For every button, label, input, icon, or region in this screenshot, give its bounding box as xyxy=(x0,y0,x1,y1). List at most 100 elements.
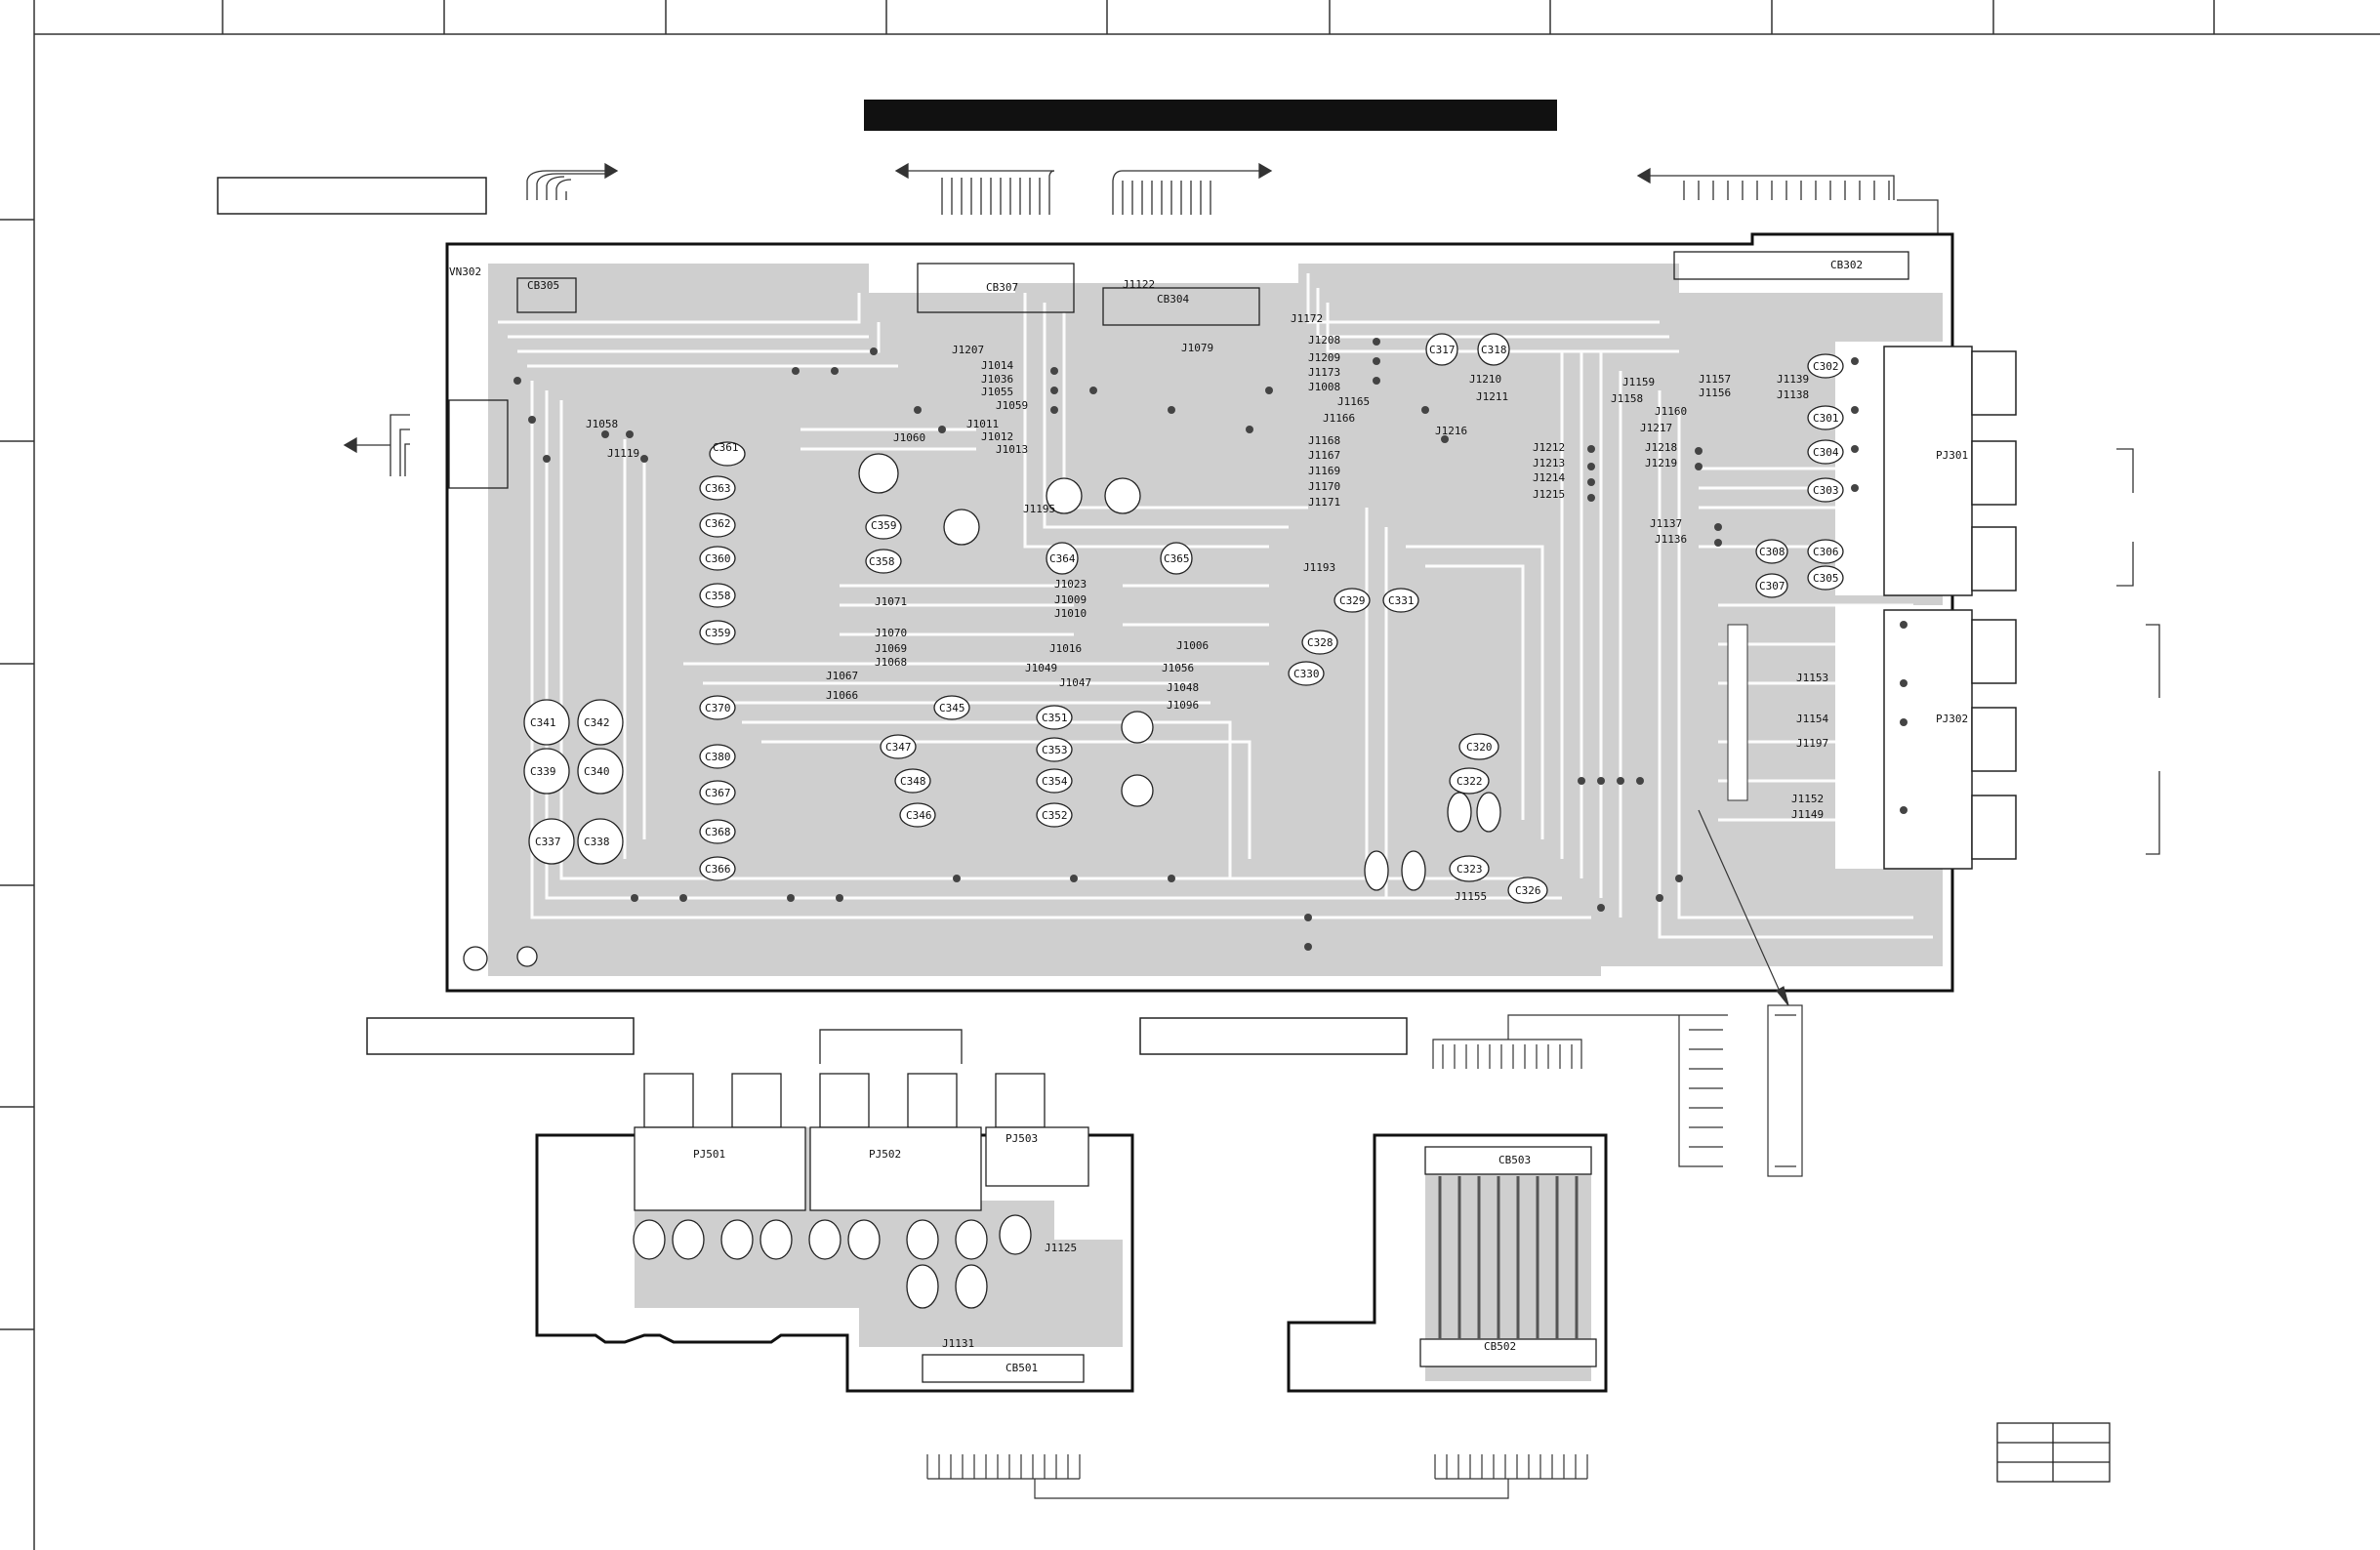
svg-text:J1012: J1012 xyxy=(981,430,1013,443)
svg-text:C358: C358 xyxy=(869,555,895,568)
connector-cb307 xyxy=(917,263,1075,313)
svg-text:C380: C380 xyxy=(705,751,731,763)
svg-text:J1215: J1215 xyxy=(1533,488,1565,501)
wire-leads-bottom xyxy=(926,1454,1588,1499)
svg-text:J1207: J1207 xyxy=(952,344,984,356)
svg-text:J1139: J1139 xyxy=(1777,373,1809,386)
svg-text:J1218: J1218 xyxy=(1645,441,1677,454)
svg-text:C346: C346 xyxy=(906,809,932,822)
svg-text:J1069: J1069 xyxy=(875,642,907,655)
svg-text:PJ302: PJ302 xyxy=(1936,713,1968,725)
svg-text:J1136: J1136 xyxy=(1655,533,1687,546)
svg-text:J1011: J1011 xyxy=(966,418,999,430)
svg-text:J1166: J1166 xyxy=(1323,412,1355,425)
svg-text:C359: C359 xyxy=(871,519,897,532)
svg-text:J1209: J1209 xyxy=(1308,351,1340,364)
svg-text:J1158: J1158 xyxy=(1611,392,1643,405)
svg-text:C318: C318 xyxy=(1481,344,1507,356)
svg-text:C337: C337 xyxy=(535,836,561,848)
svg-text:C341: C341 xyxy=(530,716,556,729)
svg-text:J1131: J1131 xyxy=(942,1337,974,1350)
svg-text:C342: C342 xyxy=(584,716,610,729)
svg-text:J1195: J1195 xyxy=(1023,503,1055,515)
main-board-labels: CB305 CB307 CB304 CB302 VN302 PJ301 PJ30… xyxy=(449,259,1968,903)
svg-text:C367: C367 xyxy=(705,787,731,799)
svg-text:J1153: J1153 xyxy=(1796,672,1828,684)
connector-cb302 xyxy=(1673,251,1909,280)
mounting-hole-2 xyxy=(516,946,538,967)
svg-text:C363: C363 xyxy=(705,482,731,495)
svg-text:J1208: J1208 xyxy=(1308,334,1340,347)
svg-text:PJ301: PJ301 xyxy=(1936,449,1968,462)
svg-text:C305: C305 xyxy=(1813,572,1839,585)
svg-text:J1006: J1006 xyxy=(1176,639,1209,652)
svg-text:CB305: CB305 xyxy=(527,279,559,292)
svg-text:PJ501: PJ501 xyxy=(693,1148,725,1161)
main-jacks xyxy=(1883,346,2017,870)
svg-text:J1155: J1155 xyxy=(1455,890,1487,903)
svg-text:J1159: J1159 xyxy=(1622,376,1655,388)
svg-text:C368: C368 xyxy=(705,826,731,838)
svg-text:PJ503: PJ503 xyxy=(1005,1132,1038,1145)
svg-text:J1079: J1079 xyxy=(1181,342,1213,354)
svg-text:J1212: J1212 xyxy=(1533,441,1565,454)
svg-text:J1060: J1060 xyxy=(893,431,925,444)
svg-text:J1125: J1125 xyxy=(1045,1242,1077,1254)
title-bar xyxy=(864,100,1557,131)
svg-text:C307: C307 xyxy=(1759,580,1785,592)
main-board-connectors xyxy=(448,251,1909,489)
connector-cb304 xyxy=(1102,287,1260,326)
svg-text:C304: C304 xyxy=(1813,446,1839,459)
pj-board: PJ501 PJ502 PJ503 CB501 J1131 J1125 xyxy=(535,1029,1134,1393)
svg-text:J1137: J1137 xyxy=(1650,517,1682,530)
svg-text:C352: C352 xyxy=(1042,809,1068,822)
svg-text:CB307: CB307 xyxy=(986,281,1018,294)
svg-text:CB304: CB304 xyxy=(1157,293,1189,306)
svg-text:J1059: J1059 xyxy=(996,399,1028,412)
wire-leads-left xyxy=(343,414,410,476)
svg-text:J1067: J1067 xyxy=(826,670,858,682)
svg-text:C362: C362 xyxy=(705,517,731,530)
svg-text:C329: C329 xyxy=(1339,594,1366,607)
svg-text:C358: C358 xyxy=(705,590,731,602)
svg-text:J1149: J1149 xyxy=(1791,808,1824,821)
svg-text:C365: C365 xyxy=(1164,552,1190,565)
svg-text:C331: C331 xyxy=(1388,594,1415,607)
main-board-pads xyxy=(513,338,1908,951)
svg-text:C328: C328 xyxy=(1307,636,1334,649)
svg-text:J1171: J1171 xyxy=(1308,496,1340,509)
caption-box-lower-right xyxy=(1139,1017,1408,1055)
svg-text:J1138: J1138 xyxy=(1777,388,1809,401)
svg-text:J1068: J1068 xyxy=(875,656,907,669)
svg-text:J1048: J1048 xyxy=(1167,681,1199,694)
svg-text:J1023: J1023 xyxy=(1054,578,1087,591)
svg-text:C301: C301 xyxy=(1813,412,1839,425)
svg-text:J1016: J1016 xyxy=(1049,642,1082,655)
connector-cb306 xyxy=(448,399,509,489)
svg-text:J1172: J1172 xyxy=(1291,312,1323,325)
svg-text:J1197: J1197 xyxy=(1796,737,1828,750)
svg-text:C302: C302 xyxy=(1813,360,1839,373)
svg-text:C330: C330 xyxy=(1293,668,1320,680)
connector-callout xyxy=(1698,809,1803,1177)
svg-text:J1167: J1167 xyxy=(1308,449,1340,462)
svg-text:J1169: J1169 xyxy=(1308,465,1340,477)
svg-text:J1210: J1210 xyxy=(1469,373,1501,386)
svg-text:J1122: J1122 xyxy=(1123,278,1155,291)
svg-text:J1014: J1014 xyxy=(981,359,1013,372)
main-capacitors xyxy=(523,333,1844,904)
svg-text:J1013: J1013 xyxy=(996,443,1028,456)
svg-text:C360: C360 xyxy=(705,552,731,565)
svg-text:C364: C364 xyxy=(1049,552,1076,565)
svg-text:J1156: J1156 xyxy=(1699,387,1731,399)
svg-text:J1056: J1056 xyxy=(1162,662,1194,674)
caption-box-main xyxy=(217,177,487,215)
cb-board: CB503 CB502 xyxy=(1287,1133,1608,1393)
svg-text:J1071: J1071 xyxy=(875,595,907,608)
svg-text:J1055: J1055 xyxy=(981,386,1013,398)
svg-text:C348: C348 xyxy=(900,775,926,788)
svg-text:J1214: J1214 xyxy=(1533,471,1565,484)
svg-text:J1008: J1008 xyxy=(1308,381,1340,393)
svg-text:J1047: J1047 xyxy=(1059,676,1091,689)
